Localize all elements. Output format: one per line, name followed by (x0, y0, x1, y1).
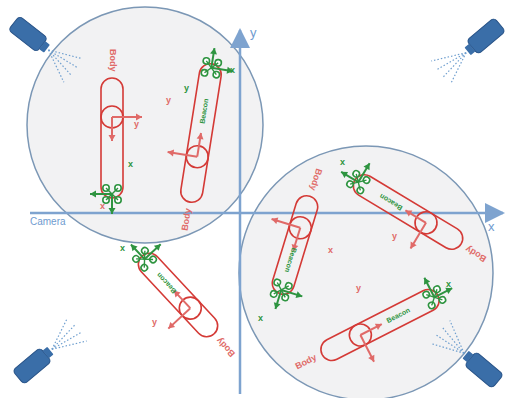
region-circle (27, 7, 263, 243)
robot-outline (268, 192, 321, 298)
beacon-label: Beacon (199, 98, 203, 123)
camera-icon (4, 12, 84, 84)
beacon-label: Beacon (291, 249, 298, 273)
robot-body: BodyBeacon (268, 192, 321, 298)
body-label: Body (181, 208, 185, 230)
robot-outline (132, 247, 223, 342)
robot-body: BodyBeacon (348, 169, 468, 254)
camera-icon (429, 319, 508, 392)
beacon-label: Beacon (155, 276, 172, 295)
body-label: Body (215, 342, 230, 358)
body-label: Body (317, 170, 324, 192)
robot-outline (348, 169, 468, 254)
region-circle (239, 146, 493, 398)
robot-body: BodyBeacon (132, 247, 223, 342)
robot-outline (100, 77, 124, 199)
robot-body: BodyBeacon (316, 284, 445, 365)
body-label: Body (294, 353, 314, 363)
beacon-label: Beacon (378, 199, 400, 212)
robot-body: BodyBeacon (178, 61, 224, 205)
camera-icon (430, 12, 509, 85)
camera-icon (9, 317, 88, 390)
body-label: Body (464, 252, 483, 264)
robot-body: Body (100, 77, 124, 199)
robot-outline (316, 284, 445, 365)
robot-outline (178, 61, 224, 205)
